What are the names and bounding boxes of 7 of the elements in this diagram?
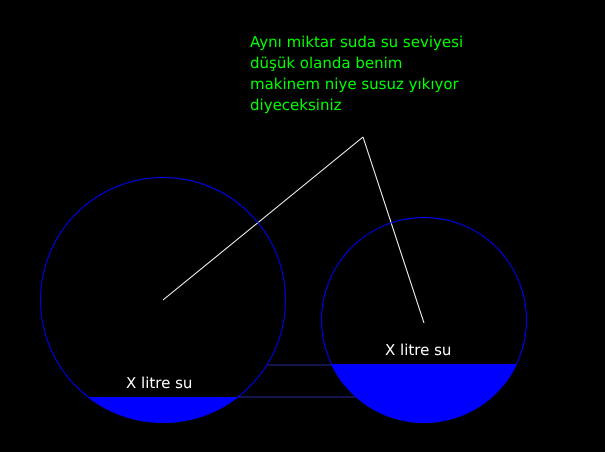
leader-line <box>362 136 424 324</box>
water-amount-label: X litre su <box>126 374 192 392</box>
level-line <box>238 396 356 398</box>
note-text: Aynı miktar suda su seviyesi düşük olanda benim makinem niye susuz yıkıyor diyeceksiniz <box>250 32 470 116</box>
level-line <box>266 364 332 366</box>
leader-line <box>162 136 364 300</box>
water-amount-label: X litre su <box>385 341 452 359</box>
